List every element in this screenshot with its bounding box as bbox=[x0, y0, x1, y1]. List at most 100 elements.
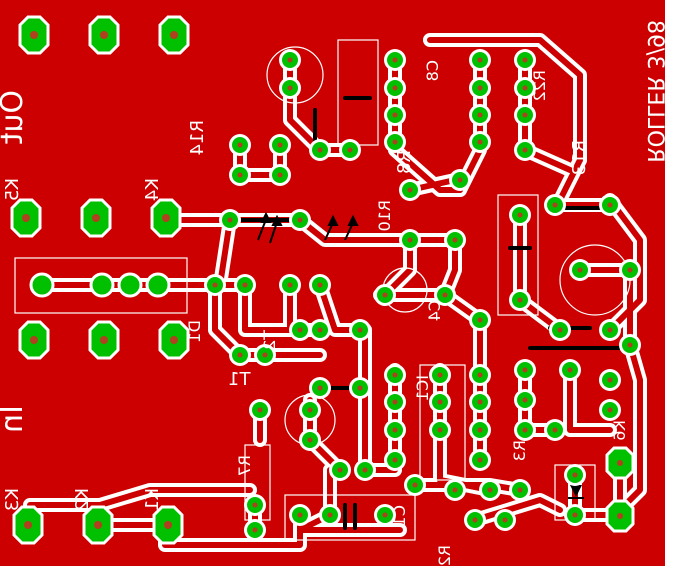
drill-hole bbox=[287, 57, 293, 63]
pad-k1 bbox=[152, 505, 184, 545]
label-in: In bbox=[0, 405, 30, 433]
drill-hole bbox=[627, 342, 633, 348]
pad-top-1 bbox=[18, 15, 50, 55]
connector-pads bbox=[10, 15, 635, 545]
drill-hole bbox=[212, 282, 218, 288]
drill-hole bbox=[557, 327, 563, 333]
drill-hole bbox=[277, 142, 283, 148]
drill-hole bbox=[252, 502, 258, 508]
drill-hole bbox=[437, 427, 443, 433]
drill-hole bbox=[607, 407, 613, 413]
pad-row-1 bbox=[18, 320, 50, 360]
label-out: Out bbox=[0, 90, 30, 145]
drill-hole bbox=[392, 399, 398, 405]
drill-hole bbox=[477, 112, 483, 118]
label-r10: R10 bbox=[375, 200, 394, 231]
pad-k5 bbox=[10, 198, 42, 238]
label-r2: R2 bbox=[435, 545, 454, 566]
drill-hole bbox=[522, 57, 528, 63]
drill-hole bbox=[522, 112, 528, 118]
drill-hole bbox=[297, 327, 303, 333]
drill-hole bbox=[522, 147, 528, 153]
drill-hole bbox=[317, 385, 323, 391]
drill-hole bbox=[567, 367, 573, 373]
label-r14: R14 bbox=[187, 120, 208, 155]
drill-hole bbox=[442, 292, 448, 298]
label-c1: C1 bbox=[390, 505, 409, 526]
drill-hole bbox=[392, 112, 398, 118]
label-k4: K4 bbox=[142, 178, 163, 201]
drill-hole bbox=[407, 187, 413, 193]
drill-hole bbox=[287, 85, 293, 91]
drill-hole bbox=[362, 467, 368, 473]
drill-hole bbox=[382, 512, 388, 518]
label-c4: C4 bbox=[425, 300, 444, 321]
drill-hole bbox=[252, 527, 258, 533]
board-edge-bottom bbox=[0, 566, 675, 570]
drill-hole bbox=[277, 172, 283, 178]
label-k5: K5 bbox=[2, 178, 23, 201]
drill-hole bbox=[607, 202, 613, 208]
drill-hole bbox=[472, 517, 478, 523]
board-edge-right bbox=[665, 0, 675, 570]
label-c8: C8 bbox=[423, 60, 442, 81]
drill-hole bbox=[522, 85, 528, 91]
drill-hole bbox=[392, 372, 398, 378]
drill-hole bbox=[522, 397, 528, 403]
drill-hole bbox=[477, 139, 483, 145]
silk-labels: ROLLER 3/98 Out In K5 K4 K3 K2 K1 R14 R8… bbox=[0, 20, 667, 566]
label-k3: K3 bbox=[2, 488, 23, 511]
drill-hole bbox=[477, 57, 483, 63]
label-r3: R3 bbox=[510, 440, 529, 461]
drill-hole bbox=[327, 512, 333, 518]
drill-hole bbox=[607, 377, 613, 383]
label-r7: R7 bbox=[235, 455, 254, 476]
label-t1: T1 bbox=[228, 369, 251, 390]
drill-hole bbox=[257, 407, 263, 413]
pad-k3 bbox=[12, 505, 44, 545]
drill-hole bbox=[317, 147, 323, 153]
drill-hole bbox=[607, 327, 613, 333]
board-title: ROLLER 3/98 bbox=[642, 20, 667, 163]
drill-hole bbox=[392, 57, 398, 63]
drill-hole bbox=[287, 282, 293, 288]
drill-hole bbox=[347, 147, 353, 153]
component-pads bbox=[204, 49, 641, 541]
pad-top-2 bbox=[88, 15, 120, 55]
drill-hole bbox=[517, 212, 523, 218]
drill-hole bbox=[552, 202, 558, 208]
label-r13: R13 bbox=[569, 140, 590, 175]
drill-hole bbox=[357, 327, 363, 333]
drill-hole bbox=[227, 217, 233, 223]
drill-hole bbox=[357, 385, 363, 391]
drill-hole bbox=[477, 85, 483, 91]
drill-hole bbox=[517, 487, 523, 493]
pad-k4 bbox=[150, 198, 182, 238]
label-r8: R8 bbox=[394, 150, 415, 174]
drill-hole bbox=[407, 237, 413, 243]
header-pads bbox=[29, 272, 171, 298]
drill-hole bbox=[237, 142, 243, 148]
label-d1: D1 bbox=[185, 320, 204, 343]
drill-hole bbox=[502, 517, 508, 523]
drill-hole bbox=[477, 399, 483, 405]
drill-hole bbox=[262, 352, 268, 358]
drill-hole bbox=[477, 457, 483, 463]
drill-hole bbox=[237, 352, 243, 358]
drill-hole bbox=[297, 512, 303, 518]
drill-hole bbox=[392, 139, 398, 145]
label-k6: K6 bbox=[610, 420, 629, 441]
drill-hole bbox=[392, 427, 398, 433]
label-r22: R22 bbox=[530, 70, 549, 101]
drill-hole bbox=[517, 297, 523, 303]
drill-hole bbox=[392, 457, 398, 463]
drill-hole bbox=[337, 467, 343, 473]
drill-hole bbox=[627, 267, 633, 273]
drill-hole bbox=[522, 367, 528, 373]
label-ic1: IC1 bbox=[413, 375, 432, 401]
drill-hole bbox=[577, 267, 583, 273]
drill-hole bbox=[307, 407, 313, 413]
drill-hole bbox=[457, 177, 463, 183]
drill-hole bbox=[477, 317, 483, 323]
